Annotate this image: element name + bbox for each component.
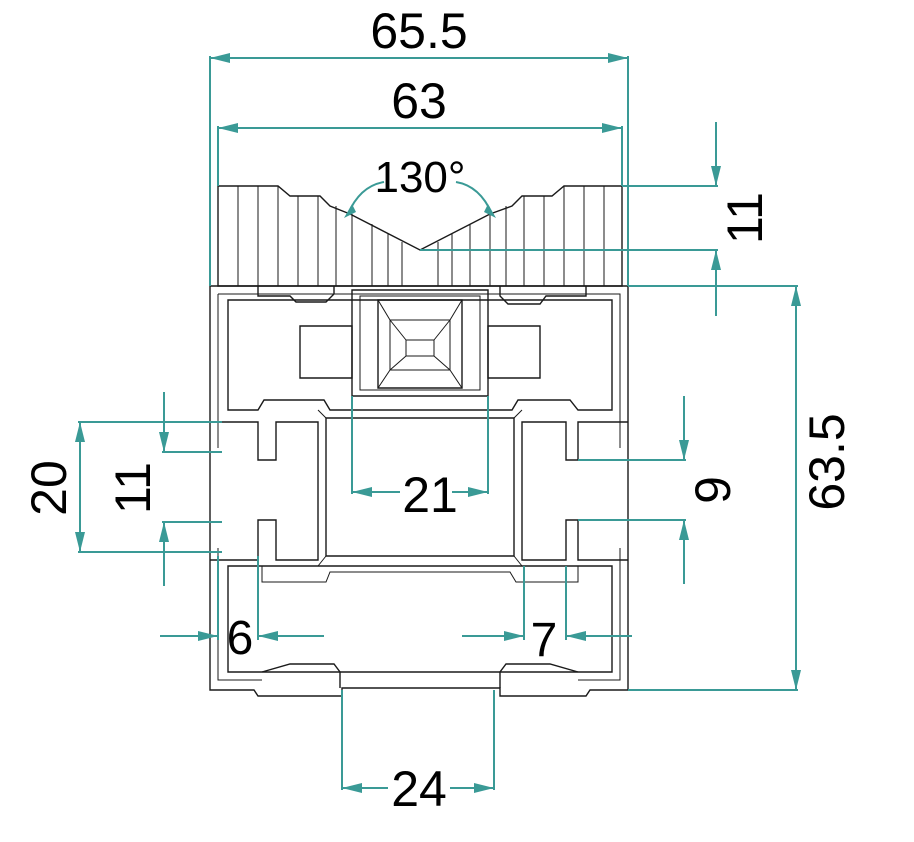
dim-label-profile-height: 63.5	[799, 413, 855, 510]
dim-left-wall: 6	[160, 556, 324, 665]
dim-label-left-slot-inner: 11	[105, 462, 161, 514]
dim-label-angle: 130°	[374, 153, 465, 202]
dim-top-height: 11	[420, 122, 773, 316]
dim-left-slot-inner: 11	[105, 392, 222, 586]
dim-label-right-wall: 7	[531, 614, 558, 667]
dim-label-bottom-slot-opening: 24	[391, 761, 447, 817]
dim-inner-width: 63	[217, 73, 623, 186]
dim-label-inner-width: 63	[391, 73, 447, 129]
dim-label-left-slot-outer: 20	[21, 460, 77, 516]
dim-label-center-channel: 21	[402, 467, 458, 523]
dim-bottom-slot-opening: 24	[341, 690, 495, 817]
right-t-slot	[521, 421, 628, 561]
center-insert	[299, 289, 541, 397]
dim-center-channel: 21	[351, 396, 489, 523]
dim-label-right-slot-opening: 9	[685, 476, 741, 504]
dim-label-left-wall: 6	[227, 612, 254, 665]
dim-right-slot-opening: 9	[578, 396, 741, 584]
dim-v-groove-angle: 130°	[344, 153, 496, 218]
left-t-slot	[210, 421, 319, 561]
dim-label-top-height: 11	[717, 192, 773, 244]
dim-overall-width: 65.5	[209, 3, 629, 286]
dim-right-wall: 7	[462, 566, 632, 667]
dim-profile-height: 63.5	[628, 285, 855, 691]
dim-label-overall-width: 65.5	[370, 3, 467, 59]
dim-left-slot-outer: 20	[21, 421, 222, 553]
